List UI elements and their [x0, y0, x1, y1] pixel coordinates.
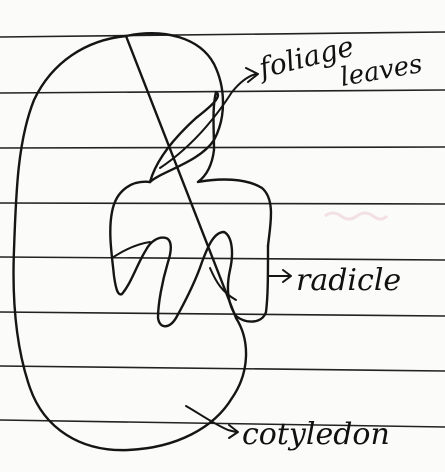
leaf-inner-line [112, 242, 150, 258]
foliage-arrow [160, 68, 258, 168]
ruled-line [0, 32, 445, 37]
ruled-line [0, 203, 445, 204]
bleed-through-smudge [325, 213, 387, 219]
ruled-line [0, 312, 445, 316]
ruled-line [0, 366, 445, 371]
radicle-arrow [268, 270, 291, 282]
ruled-line [0, 147, 445, 148]
label-radicle: radicle [296, 263, 401, 298]
foliage-leaves [150, 92, 271, 246]
ruled-line [0, 257, 445, 260]
label-cotyledon: cotyledon [242, 417, 390, 452]
